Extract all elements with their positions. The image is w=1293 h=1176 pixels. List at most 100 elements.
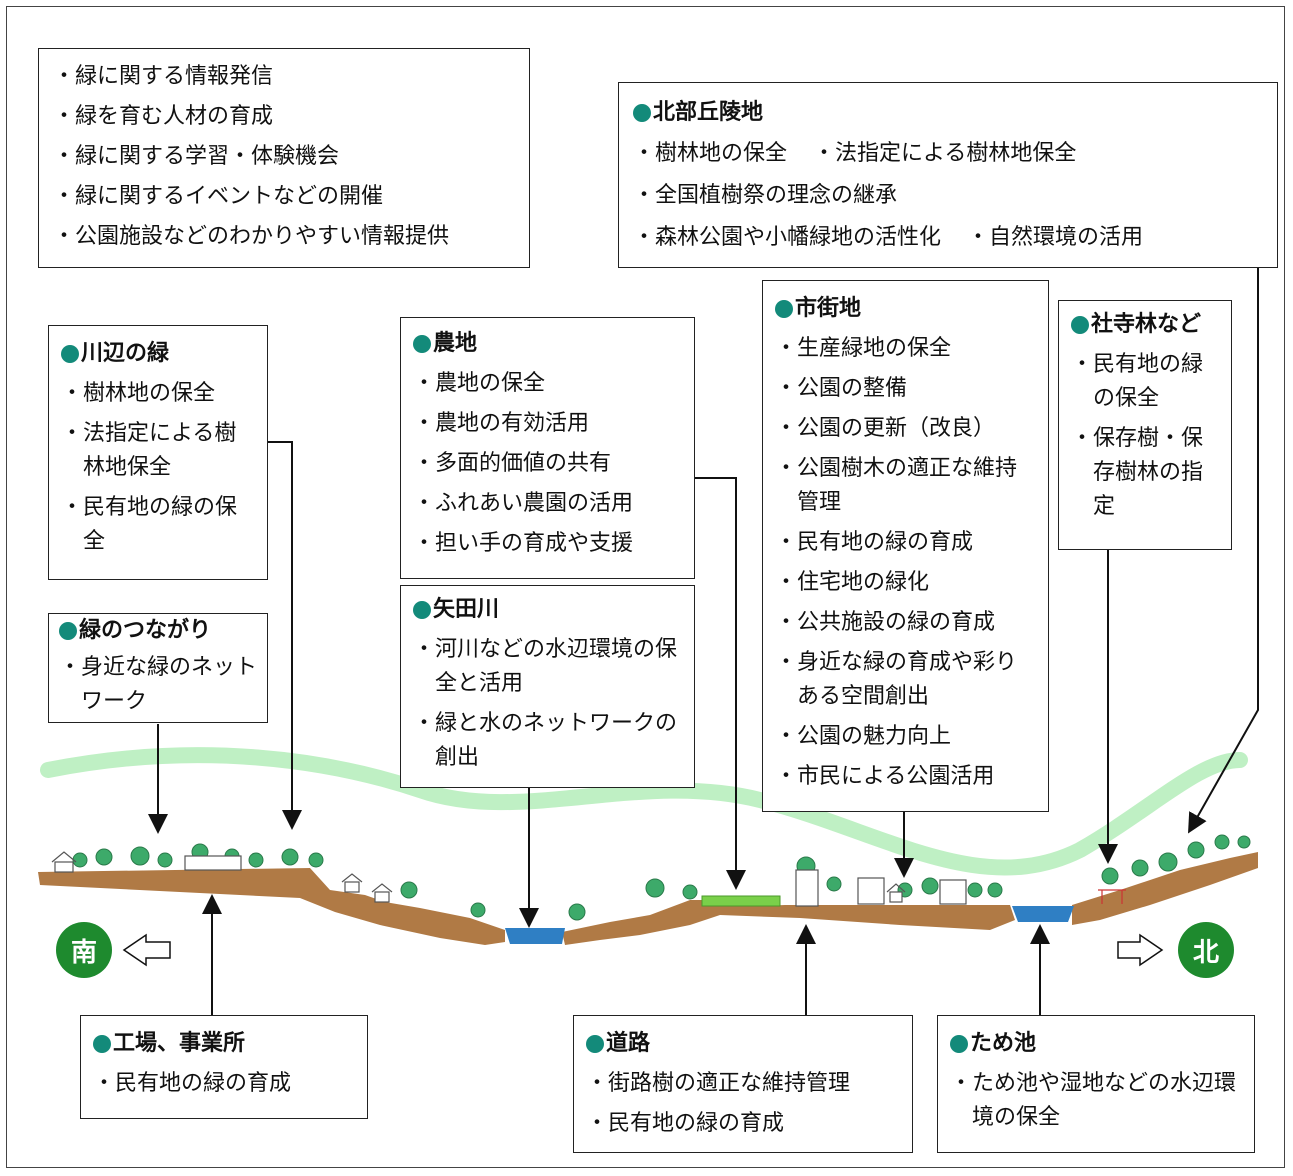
list-item-text: 公園施設などのわかりやすい情報提供	[75, 224, 450, 249]
list-item-text: 緑に関する情報発信	[75, 64, 274, 89]
list-item-text: 緑に関する学習・体験機会	[75, 144, 340, 169]
bullet: ・	[413, 491, 436, 516]
road-title-text: 道路	[606, 1031, 651, 1056]
pond-title-text: ため池	[970, 1031, 1037, 1056]
list-item: ・身近な緑の育成や彩りある空間創出	[775, 643, 1036, 717]
farmland-title-text: 農地	[433, 331, 478, 356]
list-item: ・市民による公園活用	[775, 757, 1036, 797]
list-item-text: 法指定による樹林地保全	[83, 421, 237, 480]
green-dot-icon	[950, 1035, 968, 1053]
green-dot-icon	[586, 1035, 604, 1053]
farmland-title: 農地	[413, 324, 682, 364]
list-item: ・緑に関するイベントなどの開催	[53, 177, 515, 217]
urban-title: 市街地	[775, 289, 1036, 329]
list-item: ・自然環境の活用	[967, 217, 1143, 259]
bullet: ・	[775, 650, 798, 675]
green-dot-icon	[413, 335, 431, 353]
bullet: ・	[53, 104, 76, 129]
list-item: ・生産緑地の保全	[775, 329, 1036, 369]
list-item-text: 担い手の育成や支援	[435, 531, 634, 556]
riverside-green-box: 川辺の緑・樹林地の保全・法指定による樹林地保全・民有地の緑の保全	[48, 325, 268, 580]
list-item-text: 保存樹・保存樹林の指定	[1093, 426, 1204, 519]
list-item-text: 公園の整備	[797, 376, 908, 401]
list-item: ・樹林地の保全	[61, 374, 255, 414]
pond-water	[1012, 906, 1074, 922]
bullet: ・	[775, 336, 798, 361]
list-item: ・農地の有効活用	[413, 404, 682, 444]
list-item-text: 生産緑地の保全	[797, 336, 952, 361]
list-item: ・民有地の緑の保全	[61, 488, 255, 562]
list-item-text: 緑と水のネットワークの創出	[435, 711, 678, 770]
bullet: ・	[413, 637, 436, 662]
list-item: ・住宅地の緑化	[775, 563, 1036, 603]
green-network-band	[40, 747, 1248, 876]
bullet: ・	[775, 376, 798, 401]
list-item: ・民有地の緑の育成	[775, 523, 1036, 563]
bullet: ・	[413, 371, 436, 396]
list-item-text: ため池や湿地などの水辺環境の保全	[972, 1071, 1237, 1130]
north_hills-title: 北部丘陵地	[633, 93, 1263, 133]
general-measures-box: ・緑に関する情報発信・緑を育む人材の育成・緑に関する学習・体験機会・緑に関するイ…	[38, 48, 530, 268]
green-dot-icon	[1071, 316, 1089, 334]
field-strip	[701, 895, 781, 907]
list-item-text: 住宅地の緑化	[797, 570, 930, 595]
green-connection-box: 緑のつながり・身近な緑のネットワーク	[48, 613, 268, 723]
bullet: ・	[775, 724, 798, 749]
list-item-text: 民有地の緑の保全	[83, 495, 238, 554]
list-item-text: 河川などの水辺環境の保全と活用	[435, 637, 678, 696]
pond-title: ため池	[950, 1024, 1242, 1064]
list-item-text: 公園の魅力向上	[797, 724, 952, 749]
shrine-title: 社寺林など	[1071, 305, 1219, 345]
bullet: ・	[1071, 352, 1094, 377]
list-item-text: 民有地の緑の育成	[608, 1111, 785, 1136]
bullet: ・	[633, 141, 656, 166]
bullet: ・	[775, 456, 798, 481]
list-item: ・緑に関する情報発信	[53, 57, 515, 97]
road-box: 道路・街路樹の適正な維持管理・民有地の緑の育成	[573, 1015, 913, 1153]
bullet: ・	[633, 225, 656, 250]
list-item-text: 民有地の緑の育成	[797, 530, 974, 555]
list-item-text: 法指定による樹林地保全	[835, 141, 1077, 166]
south-arrow-icon	[122, 933, 171, 967]
list-item: ・緑と水のネットワークの創出	[413, 704, 682, 778]
list-item: ・法指定による樹林地保全	[61, 414, 255, 488]
connector-arrows	[148, 268, 1259, 1015]
bullet: ・	[950, 1071, 973, 1096]
bullet: ・	[967, 225, 990, 250]
list-item-text: 市民による公園活用	[797, 764, 995, 789]
bullet: ・	[61, 421, 84, 446]
list-item-text: 多面的価値の共有	[435, 451, 612, 476]
list-item: ・民有地の緑の保全	[1071, 345, 1219, 419]
road-title: 道路	[586, 1024, 900, 1064]
list-item-text: 身近な緑のネットワーク	[81, 655, 258, 714]
shrine-forest-box: 社寺林など・民有地の緑の保全・保存樹・保存樹林の指定	[1058, 300, 1232, 550]
yada_river-title-text: 矢田川	[433, 597, 500, 622]
bullet: ・	[61, 381, 84, 406]
list-item: ・民有地の緑の育成	[93, 1064, 355, 1104]
list-item-text: 全国植樹祭の理念の継承	[655, 183, 898, 208]
green-dot-icon	[59, 622, 77, 640]
urban-area-box: 市街地・生産緑地の保全・公園の整備・公園の更新（改良）・公園樹木の適正な維持管理…	[762, 280, 1049, 812]
connection-title-text: 緑のつながり	[79, 618, 212, 643]
green-dot-icon	[61, 345, 79, 363]
green-dot-icon	[413, 601, 431, 619]
bullet: ・	[59, 655, 82, 680]
bullet: ・	[413, 711, 436, 736]
bullet: ・	[413, 411, 436, 436]
list-item-text: 緑に関するイベントなどの開催	[75, 184, 384, 209]
list-item: ・農地の保全	[413, 364, 682, 404]
list-item: ・全国植樹祭の理念の継承	[633, 175, 897, 217]
list-item-text: 自然環境の活用	[989, 225, 1144, 250]
list-item: ・公園の魅力向上	[775, 717, 1036, 757]
list-item-text: 農地の保全	[435, 371, 546, 396]
shrine-title-text: 社寺林など	[1091, 312, 1202, 337]
bullet: ・	[586, 1111, 609, 1136]
south-badge: 南	[56, 922, 112, 978]
bullet: ・	[1071, 426, 1094, 451]
factory-title-text: 工場、事業所	[113, 1031, 246, 1056]
list-item-text: ふれあい農園の活用	[435, 491, 634, 516]
list-item-text: 緑を育む人材の育成	[75, 104, 274, 129]
urban-title-text: 市街地	[795, 296, 862, 321]
list-item: ・公園の更新（改良）	[775, 409, 1036, 449]
